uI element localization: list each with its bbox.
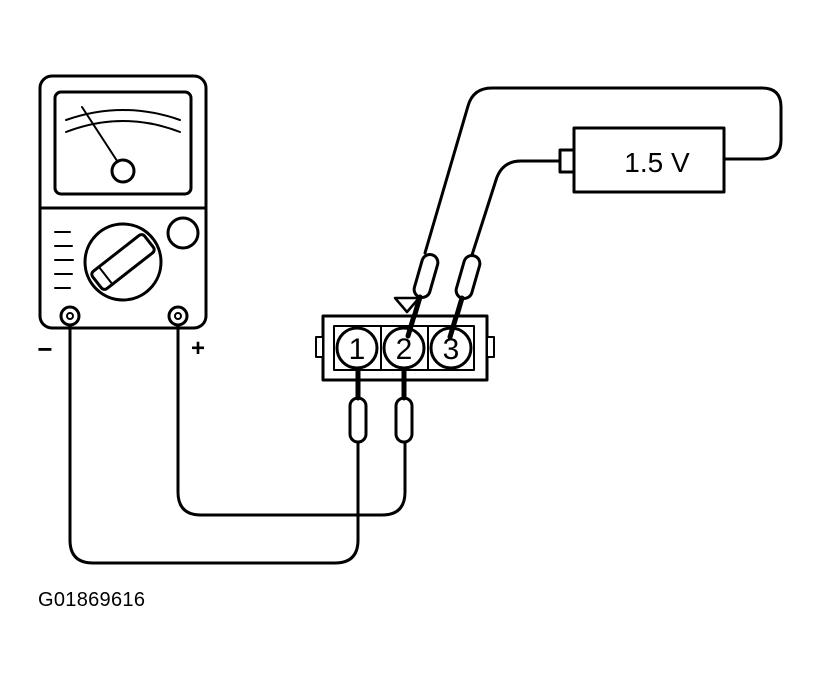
battery-voltage-label: 1.5 V bbox=[624, 147, 690, 178]
battery bbox=[558, 126, 726, 194]
negative-lead-wire bbox=[68, 323, 360, 565]
meter-scale-arc-outer bbox=[65, 109, 181, 121]
positive-jack[interactable] bbox=[167, 305, 189, 327]
probe-pin-3-upper bbox=[454, 254, 482, 300]
zero-adjust-knob[interactable] bbox=[166, 216, 200, 250]
pin-1-label: 1 bbox=[349, 333, 366, 366]
pin-2-label: 2 bbox=[396, 333, 413, 366]
figure-code: G01869616 bbox=[38, 589, 146, 611]
positive-terminal-label: + bbox=[191, 335, 205, 362]
pin-3-label: 3 bbox=[443, 333, 460, 366]
pin-2-marker bbox=[393, 296, 421, 314]
meter-scale-arc-inner bbox=[65, 120, 181, 133]
negative-jack[interactable] bbox=[59, 305, 81, 327]
range-selector-knob[interactable] bbox=[90, 233, 156, 291]
needle-pivot bbox=[110, 158, 136, 184]
probe-pin-2-upper bbox=[412, 253, 440, 299]
multimeter bbox=[38, 74, 208, 330]
positive-lead-wire bbox=[176, 323, 407, 517]
battery-negative-wire bbox=[470, 159, 562, 257]
negative-terminal-label: − bbox=[37, 334, 52, 364]
battery-terminal bbox=[558, 148, 576, 174]
range-markings bbox=[54, 231, 74, 289]
battery-positive-wire bbox=[423, 86, 783, 255]
meter-needle bbox=[81, 106, 124, 171]
